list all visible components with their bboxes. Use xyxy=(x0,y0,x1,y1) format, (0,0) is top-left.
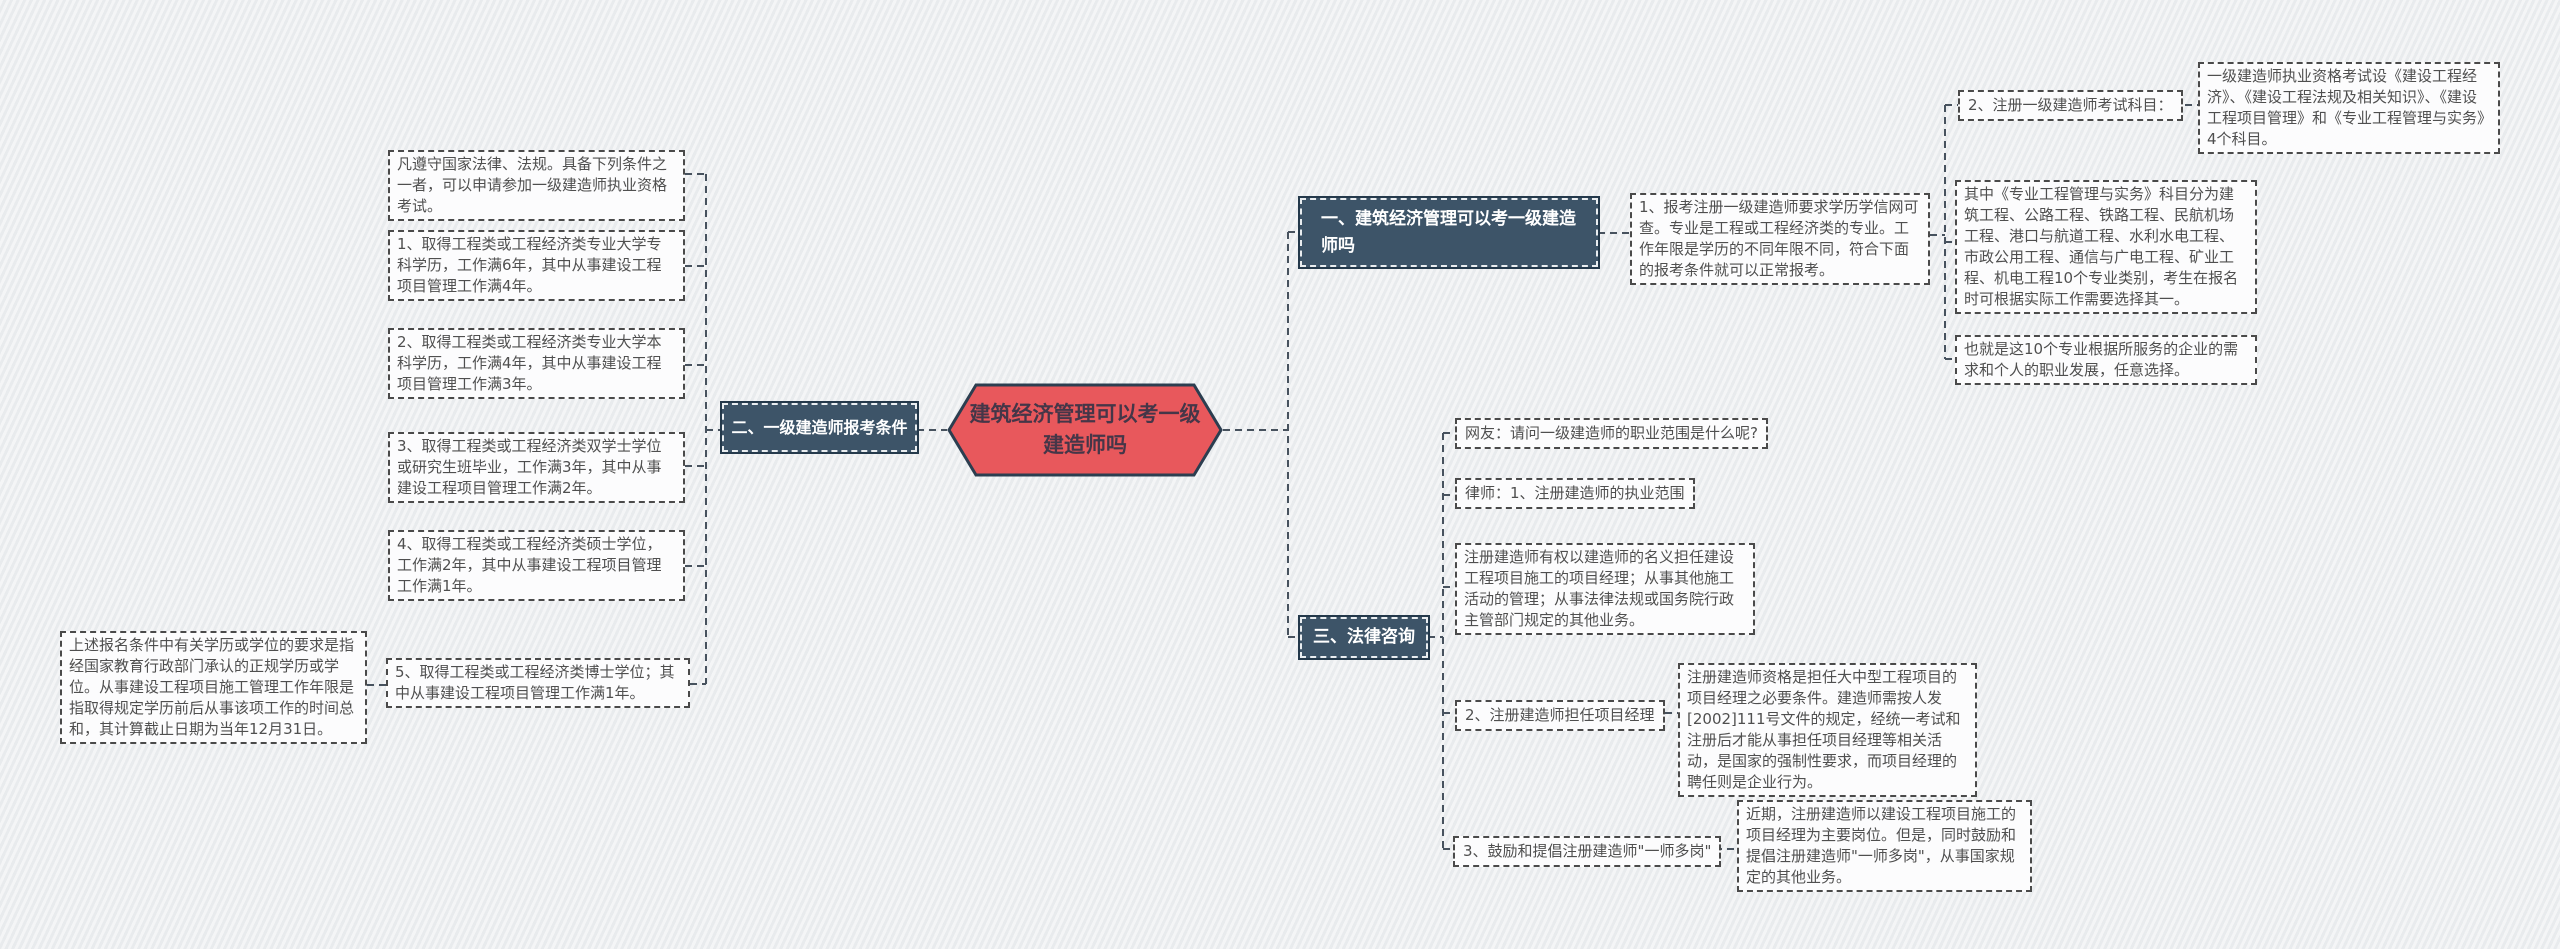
note-left-footnote[interactable]: 上述报名条件中有关学历或学位的要求是指经国家教育行政部门承认的正规学历或学位。从… xyxy=(60,631,367,744)
note-multi-post-title[interactable]: 3、鼓励和提倡注册建造师"一师多岗" xyxy=(1453,836,1722,867)
branch-three[interactable]: 三、法律咨询 xyxy=(1300,617,1428,658)
note-subjects-detail[interactable]: 一级建造师执业资格考试设《建设工程经济》、《建设工程法规及相关知识》、《建设工程… xyxy=(2198,62,2500,154)
branch-two[interactable]: 二、一级建造师报考条件 xyxy=(722,403,917,452)
note-majors-choice[interactable]: 也就是这10个专业根据所服务的企业的需求和个人的职业发展，任意选择。 xyxy=(1955,335,2257,385)
note-qa-answer-title[interactable]: 律师：1、注册建造师的执业范围 xyxy=(1455,478,1695,509)
node-exam-subjects[interactable]: 2、注册一级建造师考试科目： xyxy=(1958,90,2183,121)
root-title: 建筑经济管理可以考一级建造师吗 xyxy=(969,402,1201,457)
note-pm-detail[interactable]: 注册建造师资格是担任大中型工程项目的项目经理之必要条件。建造师需按人发[2002… xyxy=(1678,663,1977,797)
note-majors-detail[interactable]: 其中《专业工程管理与实务》科目分为建筑工程、公路工程、铁路工程、民航机场工程、港… xyxy=(1955,180,2257,314)
note-multi-post-detail[interactable]: 近期，注册建造师以建设工程项目施工的项目经理为主要岗位。但是，同时鼓励和提倡注册… xyxy=(1737,800,2032,892)
note-condition-1[interactable]: 1、取得工程类或工程经济类专业大学专科学历，工作满6年，其中从事建设工程项目管理… xyxy=(388,230,685,301)
note-eligibility-intro[interactable]: 凡遵守国家法律、法规。具备下列条件之一者，可以申请参加一级建造师执业资格考试。 xyxy=(388,150,685,221)
note-condition-2[interactable]: 2、取得工程类或工程经济类专业大学本科学历，工作满4年，其中从事建设工程项目管理… xyxy=(388,328,685,399)
branch-one[interactable]: 一、建筑经济管理可以考一级建造师吗 xyxy=(1300,198,1598,267)
note-condition-5[interactable]: 5、取得工程类或工程经济类博士学位；其中从事建设工程项目管理工作满1年。 xyxy=(386,658,690,708)
root-node[interactable]: 建筑经济管理可以考一级建造师吗 xyxy=(947,383,1223,477)
note-qa-question[interactable]: 网友：请问一级建造师的职业范围是什么呢? xyxy=(1455,418,1768,449)
note-condition-4[interactable]: 4、取得工程类或工程经济类硕士学位，工作满2年，其中从事建设工程项目管理工作满1… xyxy=(388,530,685,601)
root-hexagon-shape xyxy=(947,383,1223,477)
note-scope-detail[interactable]: 注册建造师有权以建造师的名义担任建设工程项目施工的项目经理；从事其他施工活动的管… xyxy=(1455,543,1755,635)
note-apply-requirements[interactable]: 1、报考注册一级建造师要求学历学信网可查。专业是工程或工程经济类的专业。工作年限… xyxy=(1630,193,1930,285)
note-pm-title[interactable]: 2、注册建造师担任项目经理 xyxy=(1455,700,1665,731)
note-condition-3[interactable]: 3、取得工程类或工程经济类双学士学位或研究生班毕业，工作满3年，其中从事建设工程… xyxy=(388,432,685,503)
